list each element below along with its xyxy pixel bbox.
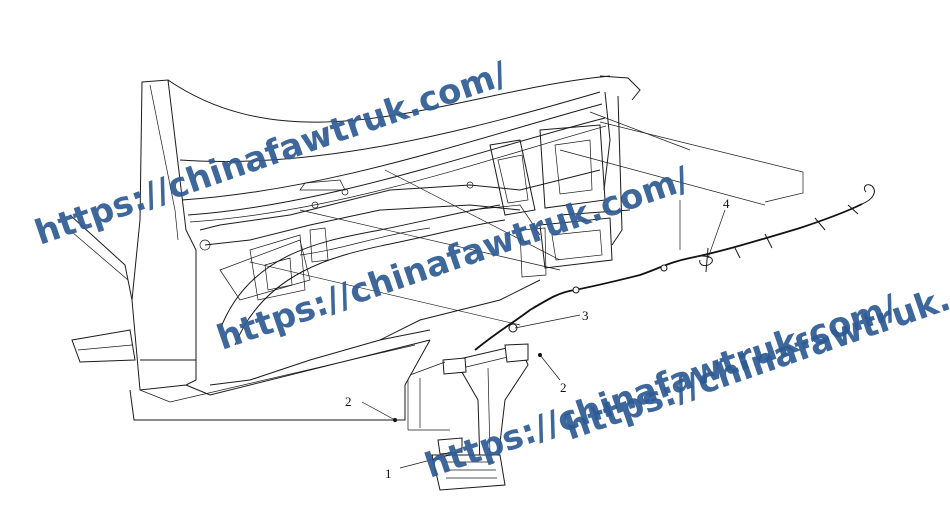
leader-lines	[249, 111, 804, 326]
cab-body	[69, 79, 431, 421]
callout-2-right: 2	[560, 380, 567, 395]
windshield-frame	[167, 75, 641, 246]
callout-labels: 1 2 2 3 4	[345, 196, 730, 481]
watermark-2: https://chinafawtruk.com/	[212, 159, 695, 359]
callout-leaders	[361, 209, 726, 469]
cowl-panel	[199, 169, 601, 386]
callout-4: 4	[723, 196, 730, 211]
release-handle	[407, 343, 529, 491]
dash-bracket	[469, 124, 631, 278]
callout-1: 1	[385, 466, 392, 481]
watermark-4: https://chinafawtruk.com/	[560, 249, 950, 449]
watermark-1: https://chinafawtruk.com/	[30, 54, 513, 254]
callout-3: 3	[582, 308, 589, 323]
callout-2-left: 2	[345, 394, 352, 409]
release-cable	[474, 184, 875, 351]
